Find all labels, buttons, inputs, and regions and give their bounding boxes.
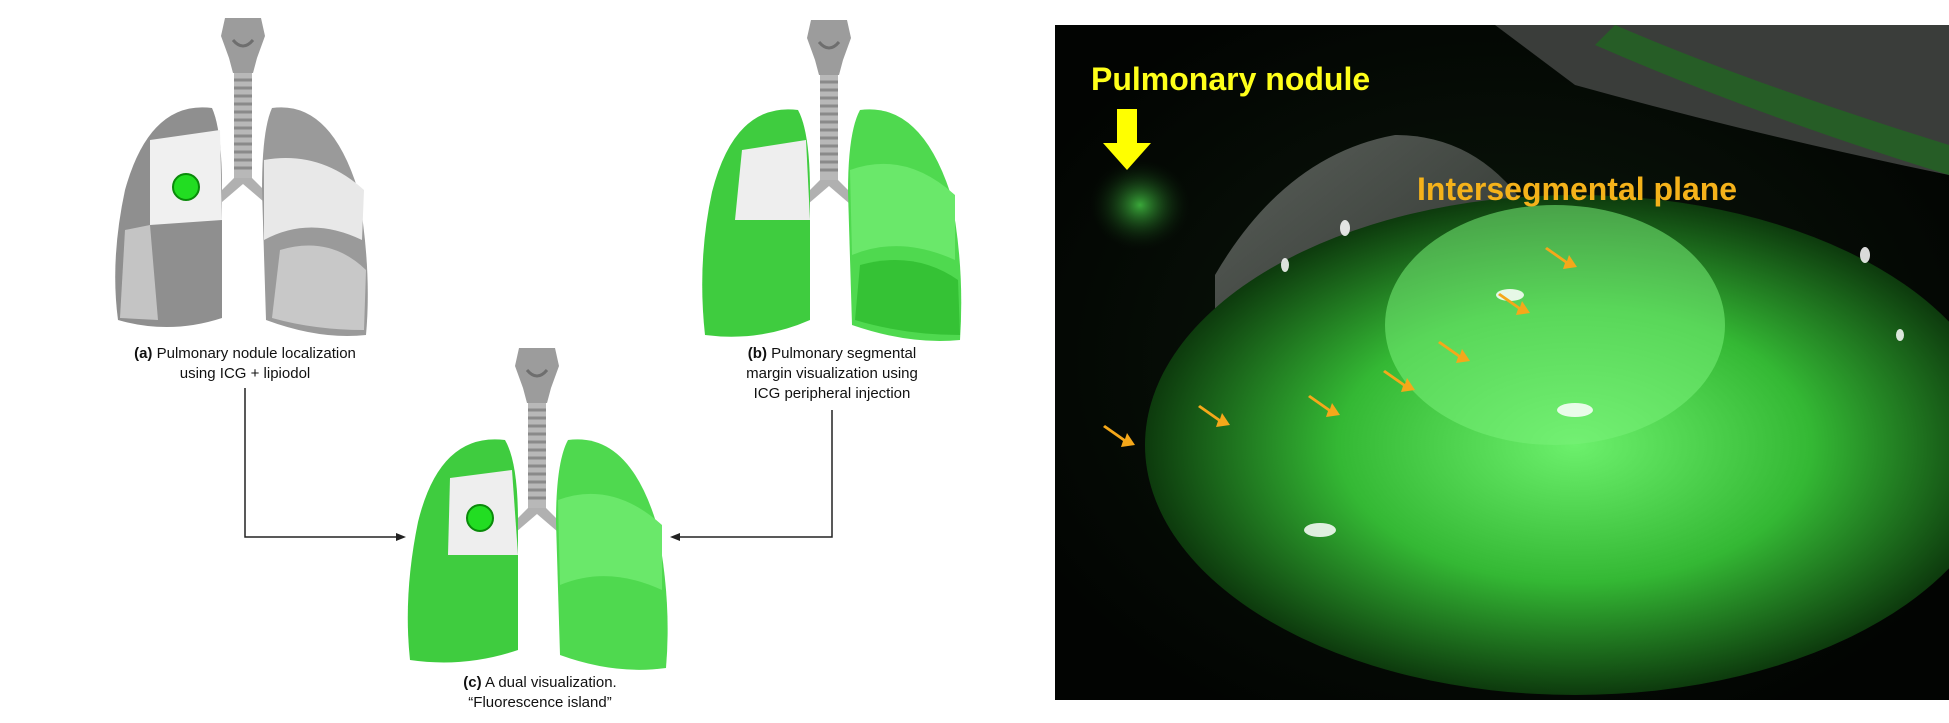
caption-b-line3: ICG peripheral injection (753, 385, 911, 402)
caption-b-line2: margin visualization using (746, 365, 918, 382)
nodule-dot-icon-a (172, 173, 200, 201)
plane-arrows (1103, 247, 1577, 447)
orange-arrow-icon-5 (1438, 341, 1470, 363)
caption-c-letter: (c) (463, 674, 482, 691)
caption-c-line1: A dual visualization. (484, 674, 617, 691)
lung-diagram-c (407, 346, 668, 670)
caption-c-line2: “Fluorescence island” (468, 694, 612, 711)
orange-arrow-icon-2 (1198, 405, 1230, 427)
lung-diagram-b (702, 18, 962, 341)
down-arrow-icon (1103, 109, 1151, 170)
caption-b: (b) Pulmonary segmental margin visualiza… (712, 344, 952, 404)
arrowhead-a (396, 533, 406, 541)
caption-a: (a) Pulmonary nodule localization using … (100, 344, 390, 384)
connector-a-to-c (244, 388, 400, 538)
arrowhead-b (670, 533, 680, 541)
caption-b-letter: (b) (747, 345, 767, 362)
nodule-glow (1090, 160, 1190, 250)
caption-c: (c) A dual visualization. “Fluorescence … (420, 673, 660, 713)
orange-arrow-icon-4 (1383, 370, 1415, 392)
caption-a-line2: using ICG + lipiodol (179, 365, 311, 382)
nodule-label: Pulmonary nodule (1091, 61, 1371, 97)
orange-arrow-icon-1 (1103, 425, 1135, 447)
caption-a-line1: Pulmonary nodule localization (156, 345, 356, 362)
fluorescence-photo: Pulmonary nodule Intersegmental plane (1055, 25, 1949, 700)
nodule-dot-icon-c (466, 504, 494, 532)
right-upper-lobe-b (735, 140, 810, 220)
caption-b-line1: Pulmonary segmental (771, 345, 917, 362)
plane-label: Intersegmental plane (1417, 171, 1738, 207)
connector-b-to-c (676, 410, 833, 538)
orange-arrow-icon-6 (1498, 293, 1530, 315)
orange-arrow-icon-3 (1308, 395, 1340, 417)
fluorescent-lung-surface (1145, 195, 1949, 695)
caption-a-letter: (a) (134, 345, 153, 362)
photo-canvas (1055, 25, 1949, 700)
lung-diagram-a (115, 16, 368, 336)
diagram-canvas (115, 16, 962, 670)
orange-arrow-icon-7 (1545, 247, 1577, 269)
